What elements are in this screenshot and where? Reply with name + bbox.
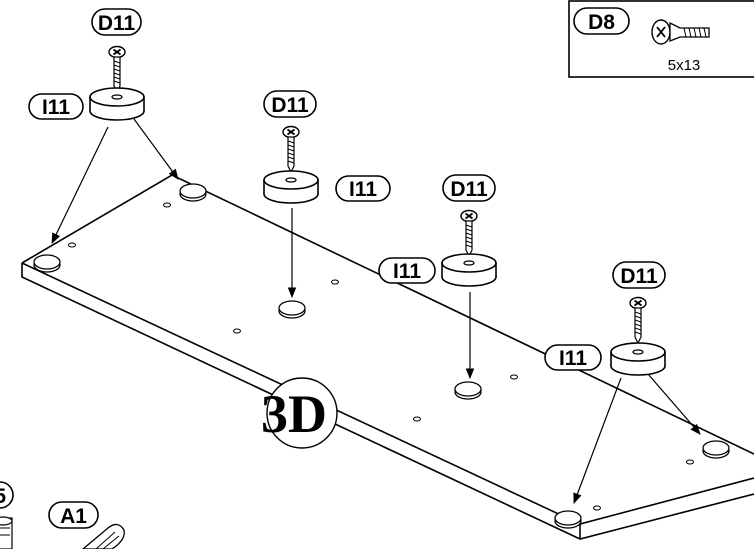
glide-3 xyxy=(441,253,497,287)
partial-hardware-icon xyxy=(0,516,13,549)
screw-2 xyxy=(282,125,300,173)
svg-text:I11: I11 xyxy=(559,347,587,370)
callout-a1: A1 xyxy=(48,501,99,529)
glide-1 xyxy=(89,87,145,121)
glide-pad-front-right xyxy=(702,440,730,459)
legend-part-code: D8 xyxy=(573,7,630,35)
callout-d11-3: D11 xyxy=(442,174,496,202)
callout-i11-2: I11 xyxy=(335,175,391,202)
glide-2 xyxy=(263,170,319,204)
callout-i11-4: I11 xyxy=(544,344,602,371)
dowel-icon xyxy=(81,523,125,549)
glide-pad-middle-right xyxy=(454,381,482,400)
callout-d11-1: D11 xyxy=(91,8,142,36)
callout-d11-2: D11 xyxy=(263,90,317,118)
glide-pad-rear-right xyxy=(179,183,207,202)
svg-text:I11: I11 xyxy=(393,260,421,283)
callout-d11-4: D11 xyxy=(612,261,666,289)
board-holes xyxy=(68,202,694,511)
svg-text:I11: I11 xyxy=(349,178,377,201)
svg-text:D11: D11 xyxy=(98,12,136,35)
svg-text:D11: D11 xyxy=(450,178,488,201)
svg-text:I11: I11 xyxy=(42,96,70,119)
callout-i11-1: I11 xyxy=(28,93,84,120)
svg-text:A1: A1 xyxy=(60,505,87,528)
svg-text:D11: D11 xyxy=(620,265,658,288)
glide-pad-rear-left xyxy=(33,254,61,273)
assembly-arrows xyxy=(51,118,701,505)
svg-text:5: 5 xyxy=(0,485,6,508)
svg-text:D8: D8 xyxy=(588,11,615,34)
glide-pad-middle-left xyxy=(278,300,306,319)
screw-4 xyxy=(629,296,647,344)
screw-1 xyxy=(108,45,126,93)
view-3d-label: 3D xyxy=(261,384,327,444)
flat-head-screw-icon xyxy=(651,19,710,45)
callout-i11-3: I11 xyxy=(378,257,436,284)
glide-4 xyxy=(610,342,666,376)
hardware-legend: D8 5x13 xyxy=(568,0,754,78)
view-3d-badge: 3D xyxy=(261,377,338,449)
screw-3 xyxy=(460,209,478,257)
callout-partial-5: 5 xyxy=(0,481,14,509)
legend-size-label: 5x13 xyxy=(668,57,701,74)
svg-text:D11: D11 xyxy=(271,94,309,117)
glide-pad-front-left xyxy=(554,510,582,529)
